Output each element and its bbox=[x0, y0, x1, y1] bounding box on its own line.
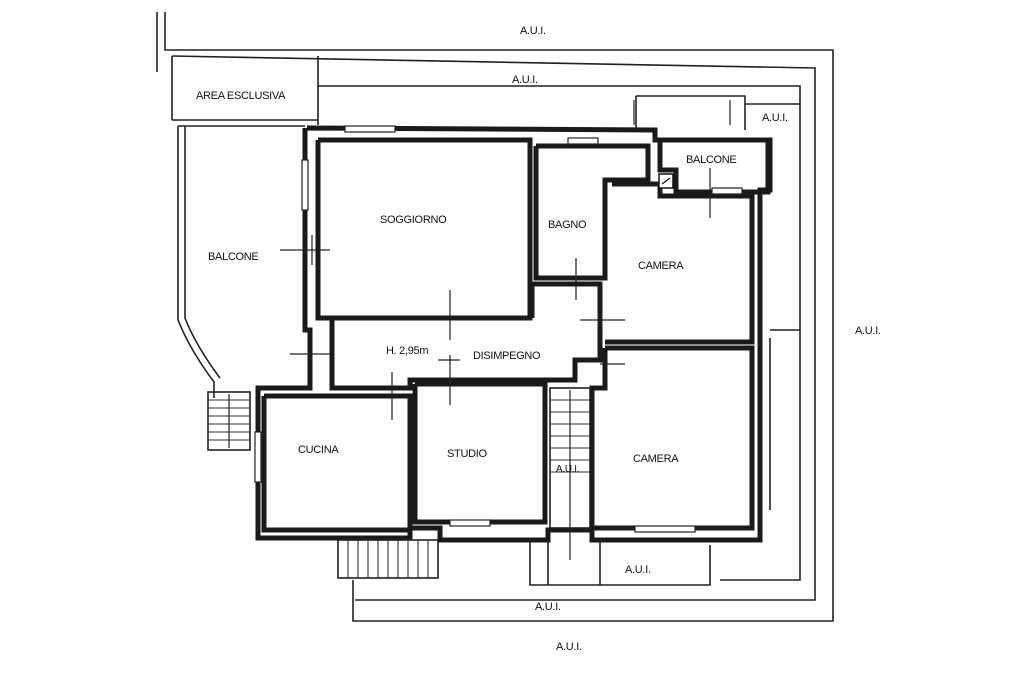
building-walls bbox=[255, 125, 773, 543]
door-ticks bbox=[280, 100, 731, 420]
windows bbox=[254, 125, 743, 533]
label-balcone-right: BALCONE bbox=[686, 154, 736, 166]
label-area-esclusiva: AREA ESCLUSIVA bbox=[196, 90, 286, 102]
label-aui-bottom-inner: A.U.I. bbox=[535, 601, 561, 613]
label-disimpegno: DISIMPEGNO bbox=[473, 350, 541, 362]
label-aui-bottom: A.U.I. bbox=[556, 641, 582, 653]
bottom-aui-room bbox=[529, 540, 711, 586]
labels: A.U.I. A.U.I. A.U.I. A.U.I. A.U.I. A.U.I… bbox=[196, 25, 881, 653]
label-balcone-left: BALCONE bbox=[208, 251, 258, 263]
label-height: H. 2,95m bbox=[386, 345, 428, 357]
left-stair bbox=[207, 391, 251, 451]
label-aui-right: A.U.I. bbox=[855, 325, 881, 337]
label-camera-upper: CAMERA bbox=[638, 260, 684, 272]
label-camera-lower: CAMERA bbox=[633, 453, 679, 465]
label-cucina: CUCINA bbox=[298, 444, 339, 456]
label-aui-inner-top: A.U.I. bbox=[512, 74, 538, 86]
bottom-stair bbox=[337, 539, 439, 579]
label-aui-stair: A.U.I. bbox=[556, 464, 579, 475]
label-aui-top-right: A.U.I. bbox=[762, 112, 788, 124]
label-aui-top: A.U.I. bbox=[520, 25, 546, 37]
central-stair bbox=[549, 387, 591, 560]
balcone-left-outline bbox=[177, 125, 305, 398]
label-studio: STUDIO bbox=[447, 448, 488, 460]
label-aui-bottom-room: A.U.I. bbox=[625, 564, 651, 576]
outer-boundary bbox=[156, 12, 834, 622]
label-soggiorno: SOGGIORNO bbox=[380, 214, 447, 226]
label-bagno: BAGNO bbox=[548, 219, 587, 231]
